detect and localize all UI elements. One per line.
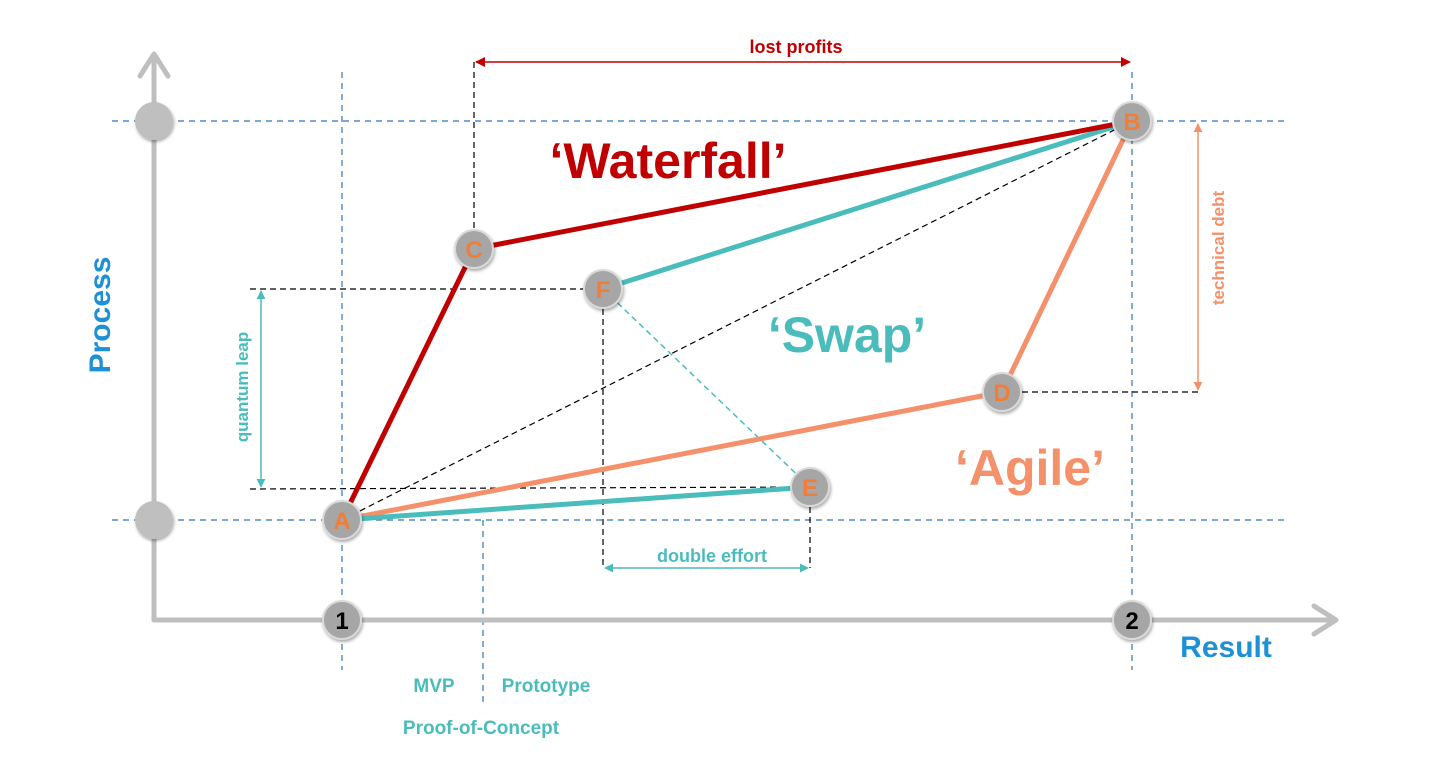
node-b-label: B: [1123, 109, 1140, 136]
lost-profits-label: lost profits: [750, 37, 843, 57]
y-axis-marker-top: [135, 102, 173, 140]
prototype-label: Prototype: [502, 676, 591, 697]
swap-label: ‘Swap’: [768, 307, 926, 363]
node-a: A: [322, 500, 362, 540]
swap-path: [341, 118, 1133, 523]
x-tick-2: 2: [1112, 600, 1152, 640]
x-tick-1-label: 1: [335, 608, 348, 635]
x-tick-2-label: 2: [1125, 608, 1138, 635]
node-c: C: [454, 229, 494, 269]
y-axis-marker-bottom: [135, 501, 173, 539]
x-tick-1: 1: [322, 600, 362, 640]
diagonal-a-b: [341, 120, 1133, 521]
waterfall-label: ‘Waterfall’: [549, 133, 786, 189]
node-e-label: E: [802, 475, 818, 502]
quantum-leap-bottom: [249, 486, 813, 490]
node-c-label: C: [465, 237, 482, 264]
y-axis-arrowhead: [137, 51, 171, 79]
agile-label: ‘Agile’: [955, 440, 1105, 496]
node-f: F: [583, 269, 623, 309]
node-e: E: [790, 467, 830, 507]
y-axis-label: Process: [84, 257, 117, 374]
swap-f-b: [602, 118, 1133, 292]
agile-a-d: [341, 389, 1003, 523]
node-b: B: [1112, 101, 1152, 141]
waterfall-c-b: [473, 118, 1133, 252]
waterfall-path: [339, 118, 1133, 522]
swap-dashed-f-e: [602, 288, 811, 488]
agile-d-b: [999, 119, 1135, 394]
x-axis-label: Result: [1180, 631, 1272, 664]
waterfall-a-c: [339, 247, 477, 522]
mvp-label: MVP: [413, 676, 455, 697]
technical-debt-label: technical debt: [1209, 191, 1228, 306]
agile-path: [341, 119, 1135, 523]
node-f-label: F: [596, 277, 611, 304]
swap-a-e: [341, 484, 811, 523]
proof-of-concept-label: Proof-of-Concept: [403, 718, 560, 739]
node-d-label: D: [993, 380, 1010, 407]
node-d: D: [982, 372, 1022, 412]
quantum-leap-label: quantum leap: [233, 332, 252, 443]
x-axis-arrowhead: [1311, 603, 1339, 637]
double-effort-label: double effort: [657, 546, 767, 566]
guide-lines: [112, 72, 1285, 705]
node-a-label: A: [333, 508, 350, 535]
